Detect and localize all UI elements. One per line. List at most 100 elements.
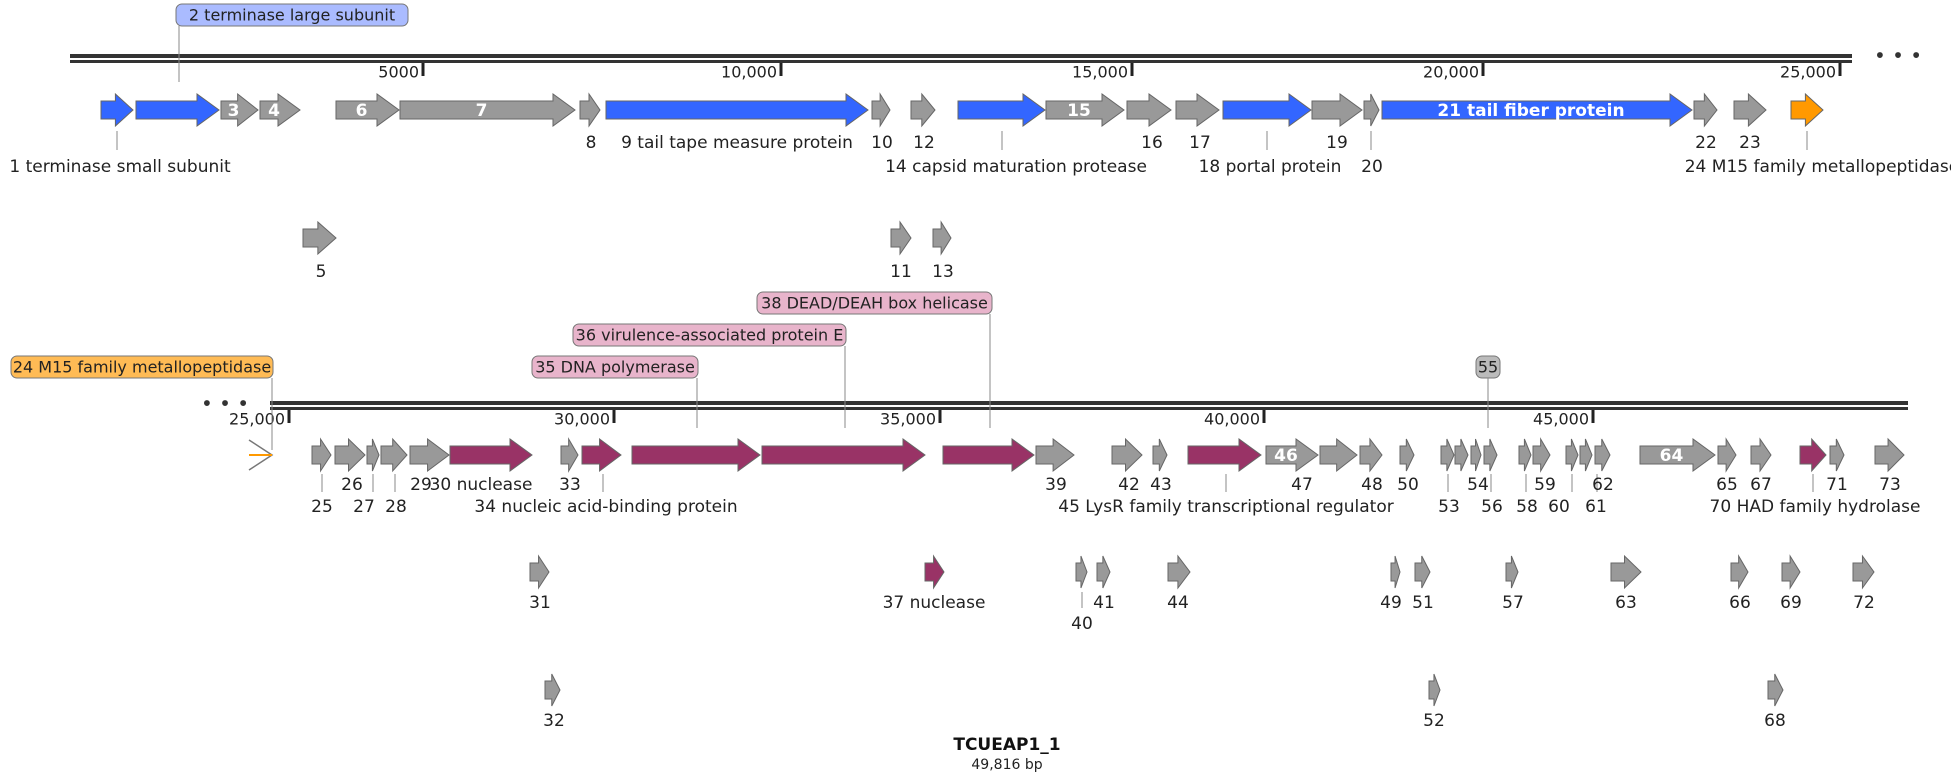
gene-arrow (910, 92, 936, 128)
gene-arrow (1610, 554, 1642, 590)
gene-arrow (890, 220, 912, 256)
gene-label: 70 HAD family hydrolase (1710, 497, 1921, 517)
gene-arrow (1045, 93, 1125, 127)
gene-arrow (1874, 437, 1905, 473)
gene-label: 19 (1326, 133, 1348, 153)
gene-label: 13 (932, 262, 954, 282)
gene-label: 52 (1423, 711, 1445, 731)
gene-label: 54 (1467, 475, 1489, 495)
gene-label: 41 (1093, 593, 1115, 613)
gene-label: 5 (316, 262, 327, 282)
gene-arrow (1790, 92, 1824, 128)
gene-arrow (380, 437, 408, 473)
scale-label: 5000 (378, 63, 419, 82)
gene-arrow (1750, 437, 1772, 473)
gene-arrow (1505, 555, 1519, 589)
gene-label: 63 (1615, 593, 1637, 613)
scale-label: 30,000 (554, 410, 610, 429)
gene-label: 45 LysR family transcriptional regulator (1058, 497, 1393, 517)
ellipsis-right: • • • (1874, 44, 1922, 68)
gene-arrow (1126, 93, 1172, 127)
gene-label: 65 (1716, 475, 1738, 495)
gene-arrow (871, 92, 891, 128)
gene-arrow (1096, 555, 1111, 589)
gene-label: 22 (1695, 133, 1717, 153)
gene-label: 56 (1481, 497, 1503, 517)
callout-terminase-large: 2 terminase large subunit (189, 6, 395, 25)
gene-arrow (1311, 93, 1363, 127)
gene-arrow (1222, 93, 1312, 127)
gene-inner-label: 21 tail fiber protein (1437, 101, 1624, 121)
gene-label: 58 (1516, 497, 1538, 517)
gene-label: 11 (890, 262, 912, 282)
backbone-row1-bottom (70, 60, 1852, 63)
gene-arrow (1799, 437, 1827, 473)
gene-label: 61 (1585, 497, 1607, 517)
gene-arrow (560, 437, 579, 473)
gene-arrow (135, 93, 220, 127)
gene-label: 57 (1502, 593, 1524, 613)
gene-label: 48 (1361, 475, 1383, 495)
gene-arrow (579, 92, 601, 128)
gene-label: 25 (311, 497, 333, 517)
callout-dna-polymerase-box (531, 355, 699, 379)
gene-label: 66 (1729, 593, 1751, 613)
gene-inner-label: 6 (356, 101, 368, 121)
genome-title: TCUEAP1_1 (953, 735, 1060, 755)
scale-label: 45,000 (1533, 410, 1589, 429)
gene-arrow (409, 438, 450, 472)
gene-label: 68 (1764, 711, 1786, 731)
scale-label: 40,000 (1204, 410, 1260, 429)
gene-arrow (1359, 437, 1383, 473)
scale-label: 25,000 (229, 410, 285, 429)
gene-arrow (259, 93, 301, 127)
gene-label: 59 (1534, 475, 1556, 495)
gene-arrow (1075, 555, 1088, 589)
gene-arrow (1470, 438, 1482, 472)
gene-label-1: 1 terminase small subunit (9, 157, 231, 177)
gene-arrow (335, 93, 400, 127)
gene-label: 44 (1167, 593, 1189, 613)
gene-label: 20 (1361, 157, 1383, 177)
gene-arrow (1363, 93, 1380, 127)
gene-label: 32 (543, 711, 565, 731)
genome-length: 49,816 bp (971, 757, 1042, 773)
gene-arrow (1167, 554, 1191, 590)
gene-label: 33 (559, 475, 581, 495)
scale-label: 35,000 (880, 410, 936, 429)
callout-virulence-box (572, 323, 847, 347)
gene-label: 28 (385, 497, 407, 517)
backbone-row2-top (270, 401, 1908, 405)
gene-arrow (1518, 438, 1532, 472)
gene-arrow (449, 438, 533, 472)
gene-label: 31 (529, 593, 551, 613)
gene-arrow (1390, 555, 1401, 589)
gene-label: 72 (1853, 593, 1875, 613)
gene-arrow (957, 93, 1046, 127)
gene-arrow (1399, 438, 1415, 472)
scale-label: 10,000 (721, 63, 777, 82)
gene-arrow (1319, 437, 1358, 473)
gene-label: 37 nuclease (883, 593, 986, 613)
gene-arrow (1111, 437, 1143, 473)
gene-arrow (1414, 555, 1431, 589)
gene-arrow (302, 220, 337, 256)
gene-arrow (311, 437, 332, 473)
backbone-row2-bottom (270, 407, 1908, 410)
gene-label: 27 (353, 497, 375, 517)
gene-label: 73 (1879, 475, 1901, 495)
gene-arrow (1454, 438, 1469, 472)
gene-label: 53 (1438, 497, 1460, 517)
gene-inner-label: 3 (228, 101, 240, 121)
gene-arrow (1152, 438, 1168, 472)
gene-arrow (1852, 554, 1875, 590)
gene-arrow (1440, 438, 1455, 472)
gene-inner-label: 7 (476, 101, 488, 121)
gene-arrow (1483, 438, 1498, 472)
gene-arrow (1639, 438, 1716, 472)
gene-label: 8 (586, 133, 597, 153)
gene-label: 60 (1548, 497, 1570, 517)
gene-arrow (334, 437, 366, 473)
gene-arrow (1428, 673, 1441, 707)
